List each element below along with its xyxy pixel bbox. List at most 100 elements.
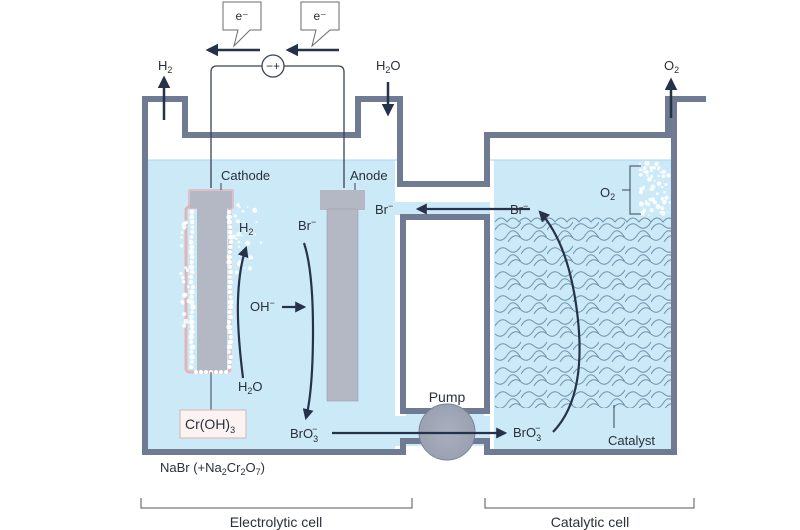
o2-bubble [642, 208, 647, 213]
o2-bubble [653, 179, 656, 182]
h2-bubble [189, 324, 195, 330]
anode-label: Anode [350, 168, 388, 183]
h2-bubble [186, 299, 191, 303]
h2-bubble [234, 270, 239, 275]
o2-bubble [661, 174, 666, 179]
o2-bubble [655, 204, 661, 210]
separator-interior [406, 220, 484, 408]
o2-out-label: O2 [664, 58, 679, 75]
h2-bubble [190, 225, 195, 229]
h2-bubble [227, 339, 233, 345]
o2-bubble [644, 160, 650, 166]
bro3-label-catalytic: BrO3− [513, 423, 541, 443]
h2-bubble [250, 268, 253, 270]
h2-bubble [189, 350, 194, 354]
h2o-to-h2-arrow [236, 245, 249, 379]
h2-bubble [180, 231, 184, 235]
electrolytic-caption: Electrolytic cell [230, 514, 323, 530]
o2-bubble [660, 185, 664, 189]
o2-bubble [641, 185, 646, 189]
o2-bubble [647, 177, 652, 182]
h2-bubble [204, 370, 208, 374]
h2-bubble [228, 269, 233, 275]
h2-bubble [189, 235, 194, 239]
br-label-electrolytic: Br− [298, 217, 316, 233]
h2-bubble [189, 294, 194, 300]
h2-bubble [241, 209, 245, 213]
h2-bubble [236, 203, 240, 207]
h2-bubble [189, 274, 194, 280]
oh-label: OH− [250, 298, 275, 314]
o2-bubble [649, 165, 654, 170]
h2-bubble [188, 319, 195, 325]
o2-bubble [664, 195, 669, 200]
separator-column [400, 214, 490, 414]
h2-bubble [227, 279, 233, 285]
o2-label-catalytic: O2 [600, 185, 615, 202]
h2-bubble [188, 279, 194, 285]
h2-bubble [189, 329, 195, 335]
h2-bubble [190, 284, 196, 290]
o2-bubble [657, 167, 660, 171]
electron-flow-right: e⁻ [285, 1, 340, 57]
h2-bubble [228, 295, 233, 299]
o2-bubble [666, 211, 669, 214]
o2-bubble [640, 210, 645, 216]
o2-bubbles [638, 160, 671, 216]
bro3-label-electrolytic: BrO3− [290, 424, 318, 444]
cathode-rod [197, 208, 227, 371]
h2-bubble [181, 311, 187, 317]
o2-bubble [652, 166, 656, 170]
h2-bubble [226, 214, 232, 220]
h2-label: H2 [239, 220, 253, 237]
h2-bubble [238, 206, 241, 209]
cr-oh3-label: Cr(OH)3 [185, 416, 235, 435]
h2-bubble [228, 234, 234, 240]
o2-bubble [648, 197, 653, 202]
electrolytic-bracket [140, 498, 413, 509]
svg-text:e⁻: e⁻ [235, 9, 248, 23]
cathode-cap [190, 191, 232, 208]
h2-bubble [189, 340, 194, 344]
anode-cap [320, 190, 365, 210]
catalytic-bracket [484, 498, 695, 509]
h2-bubble [227, 224, 233, 230]
h2-bubble [228, 334, 233, 340]
h2-bubble [188, 364, 194, 370]
h2-bubble [189, 314, 194, 320]
catalyst-bed [495, 218, 671, 408]
h2-bubble [180, 300, 184, 304]
h2-bubble [226, 259, 232, 265]
h2-bubble [180, 236, 183, 239]
cathode-bubbles [179, 203, 263, 374]
h2-bubble [246, 206, 249, 208]
o2-bubble [639, 168, 642, 172]
h2-bubble [189, 354, 195, 360]
h2-bubble [184, 266, 188, 270]
o2-bubble [656, 181, 662, 186]
h2-bubble [179, 244, 184, 248]
h2-bubble [199, 370, 203, 374]
h2-out-label: H2 [158, 58, 172, 75]
h2-bubble [189, 214, 195, 220]
anode-rod [326, 208, 359, 402]
h2-bubble [227, 249, 232, 255]
h2-bubble [227, 289, 233, 295]
o2-bubble [638, 172, 643, 177]
bro3-to-br-arrow [538, 210, 581, 433]
h2-bubble [181, 292, 187, 298]
o2-bubble [659, 171, 662, 174]
h2-bubble [244, 230, 247, 233]
o2-bubble [655, 192, 659, 196]
h2-bubble [226, 254, 232, 260]
h2-bubble [226, 319, 232, 325]
o2-bubble [639, 187, 643, 191]
h2-bubble [241, 234, 244, 237]
o2-bubble [666, 173, 671, 178]
h2-bubble [227, 329, 233, 335]
h2-bubble [227, 209, 232, 215]
h2-bubble [228, 355, 233, 359]
h2-bubble [255, 221, 258, 224]
br-return-label: Br− [375, 201, 393, 217]
